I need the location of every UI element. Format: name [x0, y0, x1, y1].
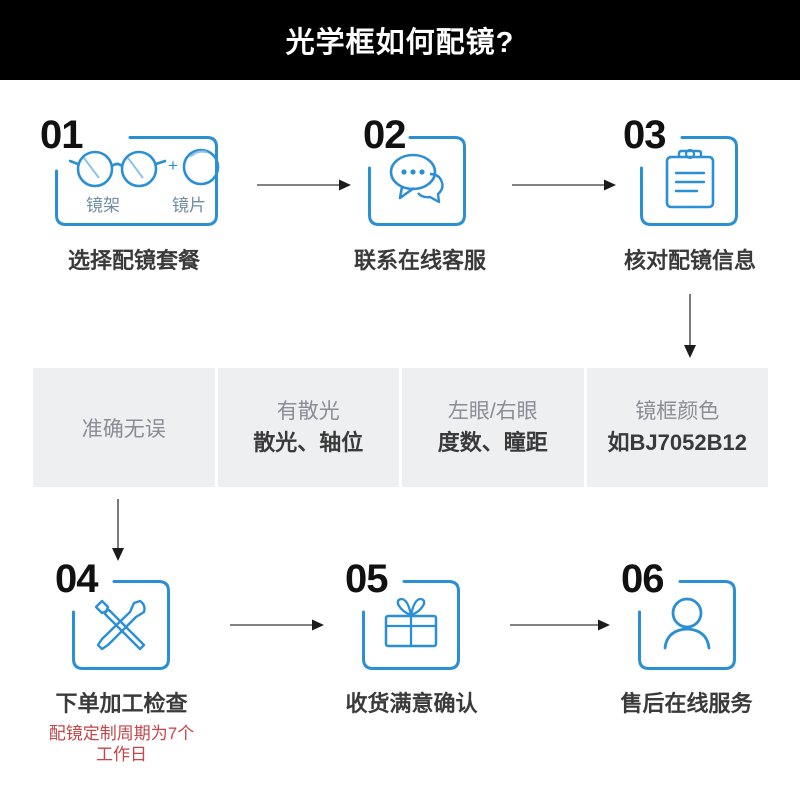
step-01-label-lens: 镜片	[172, 196, 206, 215]
step-01-icon-box: + 镜架 镜片	[55, 136, 220, 226]
info-cell-3-bottom: 度数、瞳距	[437, 430, 548, 456]
step-01-number: 01	[40, 113, 83, 157]
arrow-step5-to-step6	[510, 619, 610, 631]
step-01-label-frame: 镜架	[86, 196, 120, 215]
arrow-step2-to-step3	[512, 179, 616, 191]
lens-icon	[182, 148, 220, 186]
step-02-caption: 联系在线客服	[353, 248, 486, 273]
step-04-subtext-line1: 配镜定制周期为7个	[48, 724, 195, 743]
chat-bubbles-icon	[389, 153, 444, 204]
step-05-icon-box	[362, 580, 460, 670]
step-03-icon-box	[640, 136, 738, 226]
arrow-step1-to-step2	[257, 179, 351, 191]
info-cell-1: 准确无误	[33, 368, 215, 487]
step-04-caption: 下单加工检查	[55, 691, 188, 716]
step-06-caption: 售后在线服务	[620, 691, 753, 716]
step-04-subtext: 配镜定制周期为7个 工作日	[0, 723, 243, 766]
info-cell-2-top: 有散光	[276, 399, 340, 423]
tools-hammer-wrench-icon	[94, 599, 146, 651]
info-cell-4-bottom: 如BJ7052B12	[607, 430, 747, 456]
info-cell-3: 左眼/右眼 度数、瞳距	[402, 368, 584, 487]
arrow-step4-to-step5	[230, 619, 324, 631]
step-05-number: 05	[345, 557, 388, 601]
clipboard-icon	[665, 149, 715, 209]
step-01-caption: 选择配镜套餐	[67, 248, 200, 273]
arrow-step3-to-info	[684, 294, 696, 358]
info-cell-3-top: 左眼/右眼	[447, 399, 538, 423]
info-panel: 准确无误 有散光 散光、轴位 左眼/右眼 度数、瞳距 镜框颜色 如BJ7052B…	[33, 368, 768, 487]
info-cell-2-bottom: 散光、轴位	[253, 430, 364, 456]
step-06-number: 06	[621, 557, 664, 601]
step-02-number: 02	[363, 113, 406, 157]
info-cell-2: 有散光 散光、轴位	[217, 368, 399, 487]
step-05-caption: 收货满意确认	[345, 691, 478, 716]
user-person-icon	[663, 597, 711, 650]
step-04-number: 04	[55, 557, 98, 601]
step-03-number: 03	[623, 113, 666, 157]
step-06-icon-box	[638, 580, 736, 670]
page-header: 光学框如何配镜?	[0, 0, 800, 80]
gift-box-icon	[384, 597, 438, 648]
step-04-icon-box	[72, 580, 170, 670]
info-cell-4: 镜框颜色 如BJ7052B12	[586, 368, 768, 487]
info-cell-1-text: 准确无误	[81, 417, 166, 441]
step-03-caption: 核对配镜信息	[623, 248, 756, 273]
plus-icon: +	[168, 156, 178, 175]
glasses-icon	[69, 150, 167, 188]
arrow-info-to-step4	[112, 499, 124, 561]
step-02-icon-box	[368, 136, 466, 226]
page-title: 光学框如何配镜?	[285, 27, 515, 59]
step-04-subtext-line2: 工作日	[96, 745, 147, 765]
info-cell-4-top: 镜框颜色	[635, 399, 720, 423]
